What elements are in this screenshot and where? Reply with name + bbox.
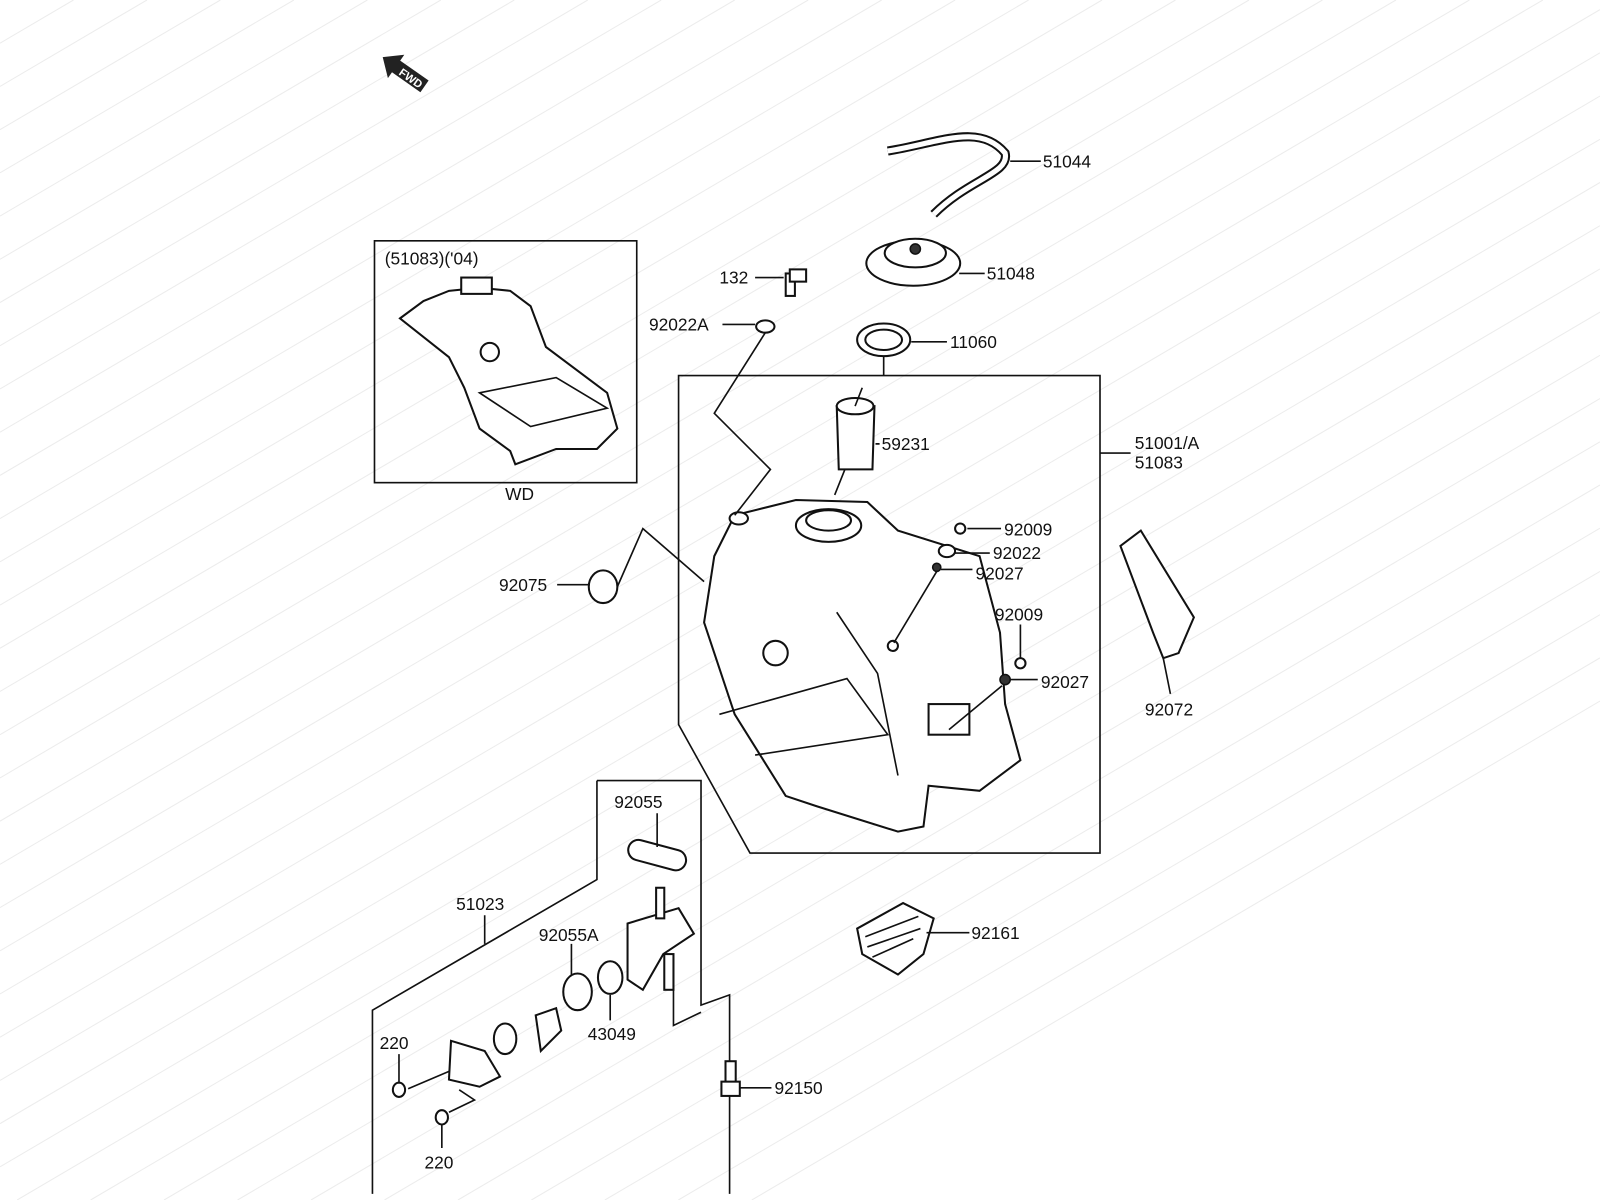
watermark-stripe: [0, 0, 1544, 909]
tank-assembly-bracket: [677, 374, 1101, 854]
watermark-stripe: [751, 700, 1600, 1200]
watermark-stripe: [0, 0, 1397, 822]
label-92022: 92022: [993, 543, 1041, 563]
label-92150: 92150: [774, 1078, 822, 1098]
label-92055: 92055: [614, 792, 662, 812]
fuel-tank: [703, 498, 1022, 833]
watermark-stripe: [0, 0, 809, 476]
watermark-stripe: [604, 614, 1600, 1200]
watermark-stripe: [384, 484, 1600, 1200]
part-labels: 51044 51048 132 92022A 11060 59231 51001…: [380, 151, 1200, 1172]
watermark-stripe: [0, 0, 735, 433]
watermark-stripe: [0, 0, 148, 87]
watermark-stripe: [0, 0, 368, 217]
label-51044: 51044: [1043, 151, 1092, 171]
watermark-stripe: [0, 0, 221, 131]
label-51001A: 51001/A: [1135, 433, 1200, 453]
watermark-stripe: [0, 0, 1323, 779]
watermark-stripe: [0, 0, 515, 303]
watermark-stripe: [310, 441, 1600, 1200]
watermark-stripe: [0, 0, 589, 347]
watermark-stripe: [0, 0, 295, 174]
watermark-stripe: [0, 0, 1470, 865]
label-92009: 92009: [1004, 520, 1052, 540]
watermark-stripe: [457, 527, 1600, 1200]
label-220: 220: [424, 1152, 453, 1172]
label-59231: 59231: [882, 434, 930, 454]
label-92022A: 92022A: [649, 315, 709, 335]
watermark-stripe: [0, 0, 1250, 736]
watermark-stripe: [678, 657, 1600, 1200]
label-92027: 92027: [1041, 672, 1089, 692]
label-92161: 92161: [971, 923, 1019, 943]
watermark-stripe: [0, 0, 74, 44]
inset-caption: WD: [505, 484, 534, 504]
label-43049: 43049: [588, 1024, 636, 1044]
label-92027: 92027: [976, 564, 1024, 584]
inset-wd: (51083)('04) WD: [373, 240, 638, 504]
watermark-stripe: [0, 0, 882, 520]
label-51023: 51023: [456, 894, 504, 914]
label-220: 220: [380, 1033, 409, 1053]
label-132: 132: [719, 268, 748, 288]
watermark-stripe: [0, 0, 662, 390]
watermark-stripe: [0, 9, 1600, 952]
label-51083: 51083: [1135, 452, 1183, 472]
label-92072: 92072: [1145, 699, 1193, 719]
label-51048: 51048: [987, 264, 1035, 284]
watermark-stripe: [0, 0, 442, 260]
label-92055A: 92055A: [539, 925, 599, 945]
label-92075: 92075: [499, 575, 547, 595]
watermark-stripe: [0, 0, 1103, 649]
inset-title: (51083)('04): [385, 248, 479, 268]
watermark-stripe: [531, 570, 1600, 1200]
label-92009: 92009: [995, 604, 1043, 624]
label-11060: 11060: [950, 332, 997, 352]
watermark-stripe: [0, 0, 1176, 692]
